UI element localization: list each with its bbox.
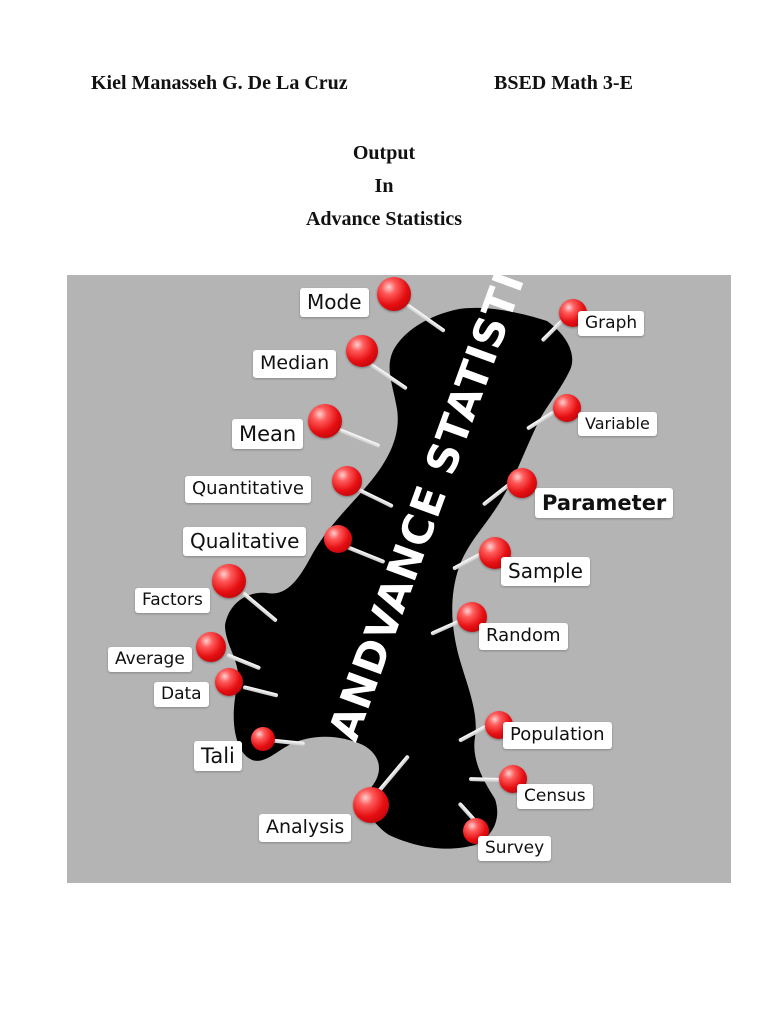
- course-section: BSED Math 3-E: [494, 72, 633, 94]
- header: Kiel Manasseh G. De La Cruz BSED Math 3-…: [0, 72, 768, 102]
- statistics-infographic: ANDVANCE STATISTICS Mode Median Mean Qua…: [67, 205, 731, 883]
- label-population: Population: [503, 722, 612, 749]
- pushpin-icon: [251, 727, 275, 751]
- silhouette-shape: [225, 307, 573, 849]
- label-factors: Factors: [135, 588, 210, 614]
- label-census: Census: [517, 784, 593, 810]
- label-data: Data: [154, 682, 209, 708]
- title-line-1: Output: [352, 142, 416, 164]
- label-analysis: Analysis: [259, 814, 352, 842]
- document-title: Output In Advance Statistics: [0, 137, 768, 236]
- pushpin-icon: [196, 632, 226, 662]
- label-median: Median: [253, 350, 337, 378]
- pushpin-icon: [332, 466, 362, 496]
- label-average: Average: [108, 647, 192, 673]
- label-variable: Variable: [578, 412, 657, 436]
- pushpin-icon: [215, 668, 243, 696]
- pushpin-icon: [346, 335, 378, 367]
- pushpin-icon: [324, 525, 352, 553]
- label-parameter: Parameter: [535, 488, 674, 519]
- map-silhouette: [225, 307, 573, 849]
- label-mode: Mode: [300, 288, 369, 317]
- author-name: Kiel Manasseh G. De La Cruz: [91, 72, 348, 94]
- pushpin-icon: [308, 404, 342, 438]
- title-line-3: Advance Statistics: [305, 208, 463, 230]
- label-survey: Survey: [478, 836, 552, 862]
- label-random: Random: [479, 623, 568, 650]
- pushpin-icon: [507, 468, 537, 498]
- label-quantitative: Quantitative: [185, 476, 311, 503]
- title-line-2: In: [374, 175, 394, 197]
- label-mean: Mean: [232, 419, 304, 450]
- label-qualitative: Qualitative: [183, 527, 307, 556]
- pushpin-icon: [377, 277, 411, 311]
- label-sample: Sample: [501, 557, 590, 586]
- pushpin-icon: [553, 394, 581, 422]
- pushpin-icon: [353, 787, 389, 823]
- label-graph: Graph: [578, 311, 645, 337]
- pushpin-icon: [212, 564, 246, 598]
- label-tali: Tali: [194, 741, 242, 772]
